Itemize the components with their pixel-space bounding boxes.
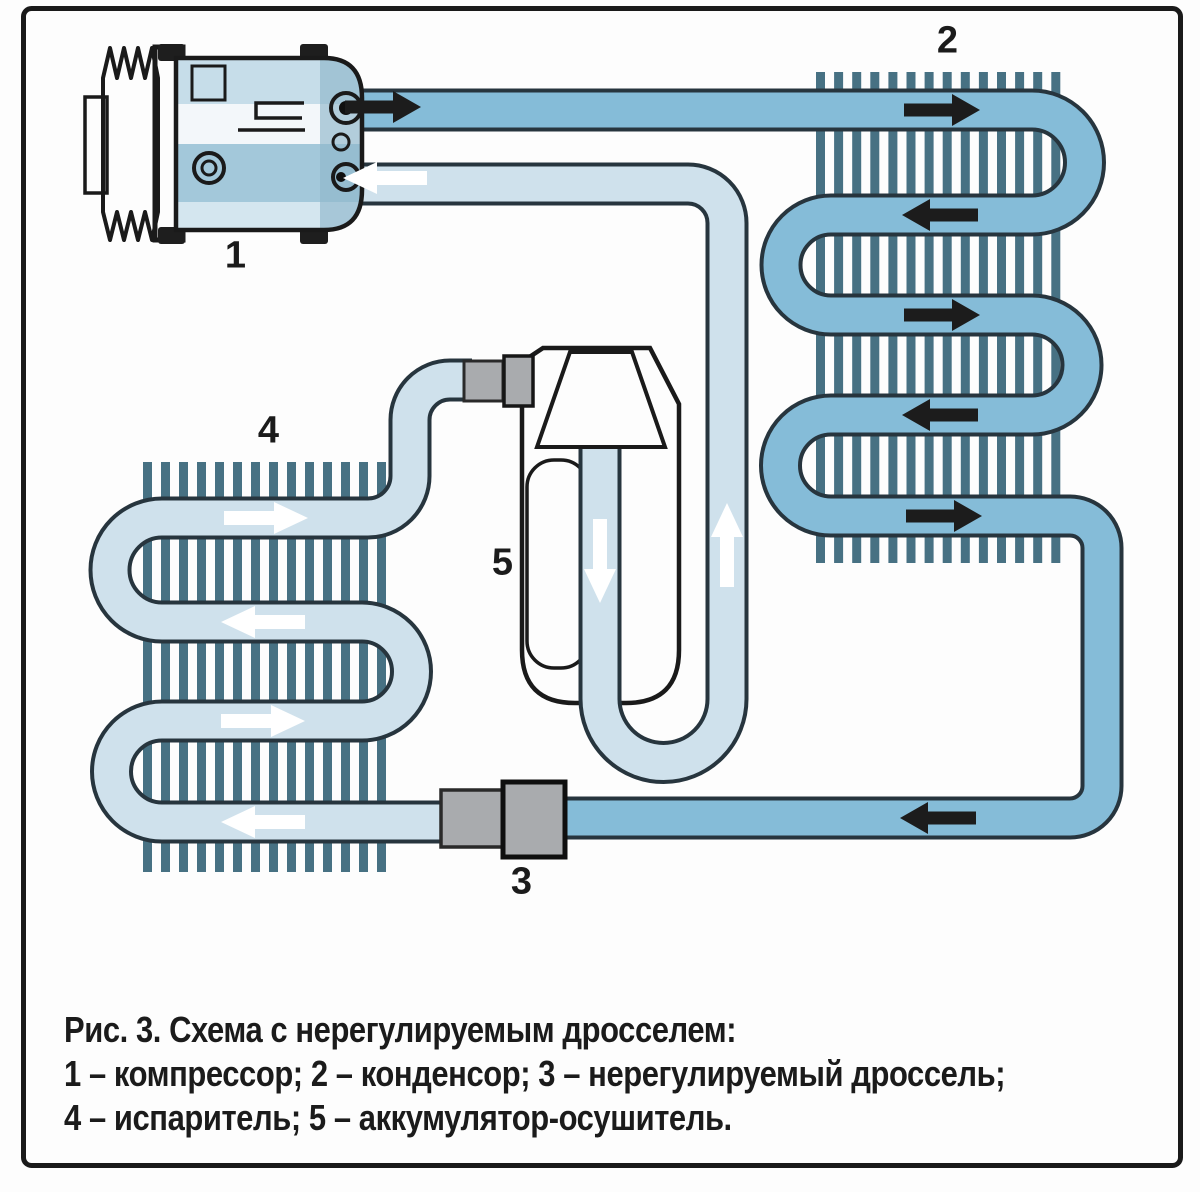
fin-bar [179,462,188,872]
fin-bar [359,462,368,872]
fin-bar [341,462,350,872]
fin-bar [233,462,242,872]
caption-line-3: 4 – испаритель; 5 – аккумулятор-осушител… [64,1097,732,1138]
fin-bar [161,462,170,872]
fin-bar [197,462,206,872]
caption-line-2: 1 – компрессор; 2 – конденсор; 3 – нерег… [64,1053,1006,1094]
fin-bar [377,462,386,872]
high-pressure-line [352,88,1124,840]
pulley-shaft [83,95,109,195]
figure-frame [21,6,1183,1168]
fin-bar [287,462,296,872]
caption-line-1: Рис. 3. Схема с нерегулируемым дросселем… [64,1009,737,1050]
label-compressor: 1 [224,234,246,277]
service-port [331,132,351,152]
label-condenser: 2 [936,19,958,62]
fin-bar [269,462,278,872]
fin-bar [215,462,224,872]
body-plate-detail [190,64,227,102]
fin-bar [251,462,260,872]
evaporator-line [88,358,472,844]
label-accumulator: 5 [491,541,513,584]
evaporator-fins [143,462,386,872]
figure-caption: Рис. 3. Схема с нерегулируемым дросселем… [64,1008,1130,1140]
bolt-head [192,151,226,185]
fin-bar [305,462,314,872]
drive-pulley [101,46,160,242]
accumulator-vessel [519,345,682,706]
orifice-tube [439,779,568,860]
fin-bar [143,462,152,872]
body-line-detail [238,101,305,132]
suction-line [352,162,749,784]
label-evaporator: 4 [257,409,279,452]
accumulator-funnel [534,350,668,449]
compressor [83,44,365,244]
label-orifice: 3 [510,860,532,903]
accumulator-inlet-fitting [462,354,535,408]
fin-bar [323,462,332,872]
